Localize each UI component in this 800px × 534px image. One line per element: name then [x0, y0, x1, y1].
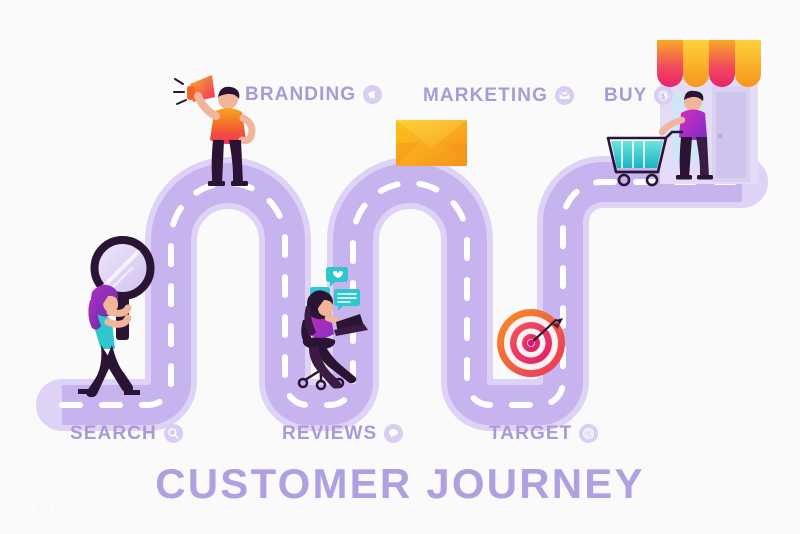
watermark-logo: [32, 486, 54, 521]
step-label-search-text: SEARCH: [70, 423, 157, 444]
step-label-target-text: TARGET: [489, 423, 573, 444]
magnifier-icon: [163, 424, 183, 443]
illustration-reviews-woman: ?!: [297, 267, 368, 391]
svg-text:$: $: [662, 93, 667, 100]
shopping-cart: [606, 130, 684, 187]
page-title: CUSTOMER JOURNEY: [155, 460, 645, 507]
step-label-marketing[interactable]: MARKETING: [423, 86, 574, 105]
illustration-search-woman: [78, 236, 155, 398]
illustration-buy-store: [606, 40, 761, 187]
step-label-buy-text: BUY: [604, 85, 648, 106]
illustration-branding-man: [173, 75, 256, 186]
bullseye-icon: [579, 424, 599, 443]
step-label-target[interactable]: TARGET: [489, 423, 599, 444]
illustration-marketing-envelope: [396, 120, 467, 166]
step-label-marketing-text: MARKETING: [423, 85, 548, 106]
step-label-buy[interactable]: BUY $: [604, 85, 674, 106]
chat-bubble-icon: [384, 424, 404, 443]
shopper-figure: [658, 90, 713, 180]
road-surface: [62, 162, 742, 425]
illustration-target-dartboard: [497, 309, 565, 377]
megaphone-icon: [363, 85, 383, 104]
dollar-coin-icon: $: [654, 86, 674, 105]
step-label-branding[interactable]: BRANDING: [245, 84, 383, 105]
road-center-dashes: [59, 179, 745, 408]
step-label-reviews[interactable]: REVIEWS: [282, 423, 404, 444]
envelope-icon: [554, 86, 574, 105]
store-awning: [657, 40, 761, 87]
step-label-reviews-text: REVIEWS: [282, 423, 378, 444]
step-label-branding-text: BRANDING: [245, 84, 357, 105]
step-label-search[interactable]: SEARCH: [70, 424, 183, 443]
journey-road: [36, 156, 768, 431]
